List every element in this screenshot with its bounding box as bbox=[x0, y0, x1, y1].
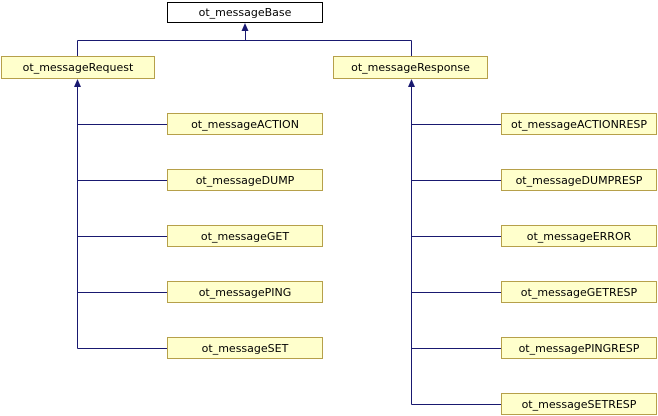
request-class-node[interactable]: ot_messageRequest bbox=[1, 56, 155, 79]
inheritance-arrowhead bbox=[241, 23, 249, 31]
response-child-label: ot_messageDUMPRESP bbox=[515, 173, 643, 187]
root-class-label: ot_messageBase bbox=[198, 6, 292, 19]
request-child-node[interactable]: ot_messageSET bbox=[167, 337, 323, 359]
response-child-node[interactable]: ot_messagePINGRESP bbox=[501, 337, 657, 359]
response-child-label: ot_messageSETRESP bbox=[521, 397, 637, 411]
response-child-label: ot_messageERROR bbox=[526, 229, 632, 243]
response-child-label: ot_messagePINGRESP bbox=[518, 341, 640, 355]
response-child-node[interactable]: ot_messageGETRESP bbox=[501, 281, 657, 303]
root-class-node[interactable]: ot_messageBase bbox=[167, 2, 323, 23]
request-child-label: ot_messageGET bbox=[200, 229, 290, 243]
request-child-node[interactable]: ot_messageACTION bbox=[167, 113, 323, 135]
response-class-node[interactable]: ot_messageResponse bbox=[333, 56, 488, 79]
request-child-label: ot_messagePING bbox=[198, 285, 292, 299]
request-child-node[interactable]: ot_messageDUMP bbox=[167, 169, 323, 191]
request-child-label: ot_messageDUMP bbox=[195, 173, 295, 187]
inheritance-arrowhead bbox=[408, 79, 415, 87]
response-child-label: ot_messageGETRESP bbox=[520, 285, 638, 299]
response-child-node[interactable]: ot_messageACTIONRESP bbox=[501, 113, 657, 135]
response-child-node[interactable]: ot_messageDUMPRESP bbox=[501, 169, 657, 191]
request-child-label: ot_messageACTION bbox=[191, 117, 299, 131]
request-child-node[interactable]: ot_messagePING bbox=[167, 281, 323, 303]
inheritance-arrowhead bbox=[74, 79, 81, 87]
response-child-node[interactable]: ot_messageSETRESP bbox=[501, 393, 657, 415]
request-child-node[interactable]: ot_messageGET bbox=[167, 225, 323, 247]
request-class-label: ot_messageRequest bbox=[22, 61, 134, 74]
request-child-label: ot_messageSET bbox=[201, 341, 289, 355]
response-child-label: ot_messageACTIONRESP bbox=[510, 117, 648, 131]
response-child-node[interactable]: ot_messageERROR bbox=[501, 225, 657, 247]
response-class-label: ot_messageResponse bbox=[351, 61, 470, 74]
